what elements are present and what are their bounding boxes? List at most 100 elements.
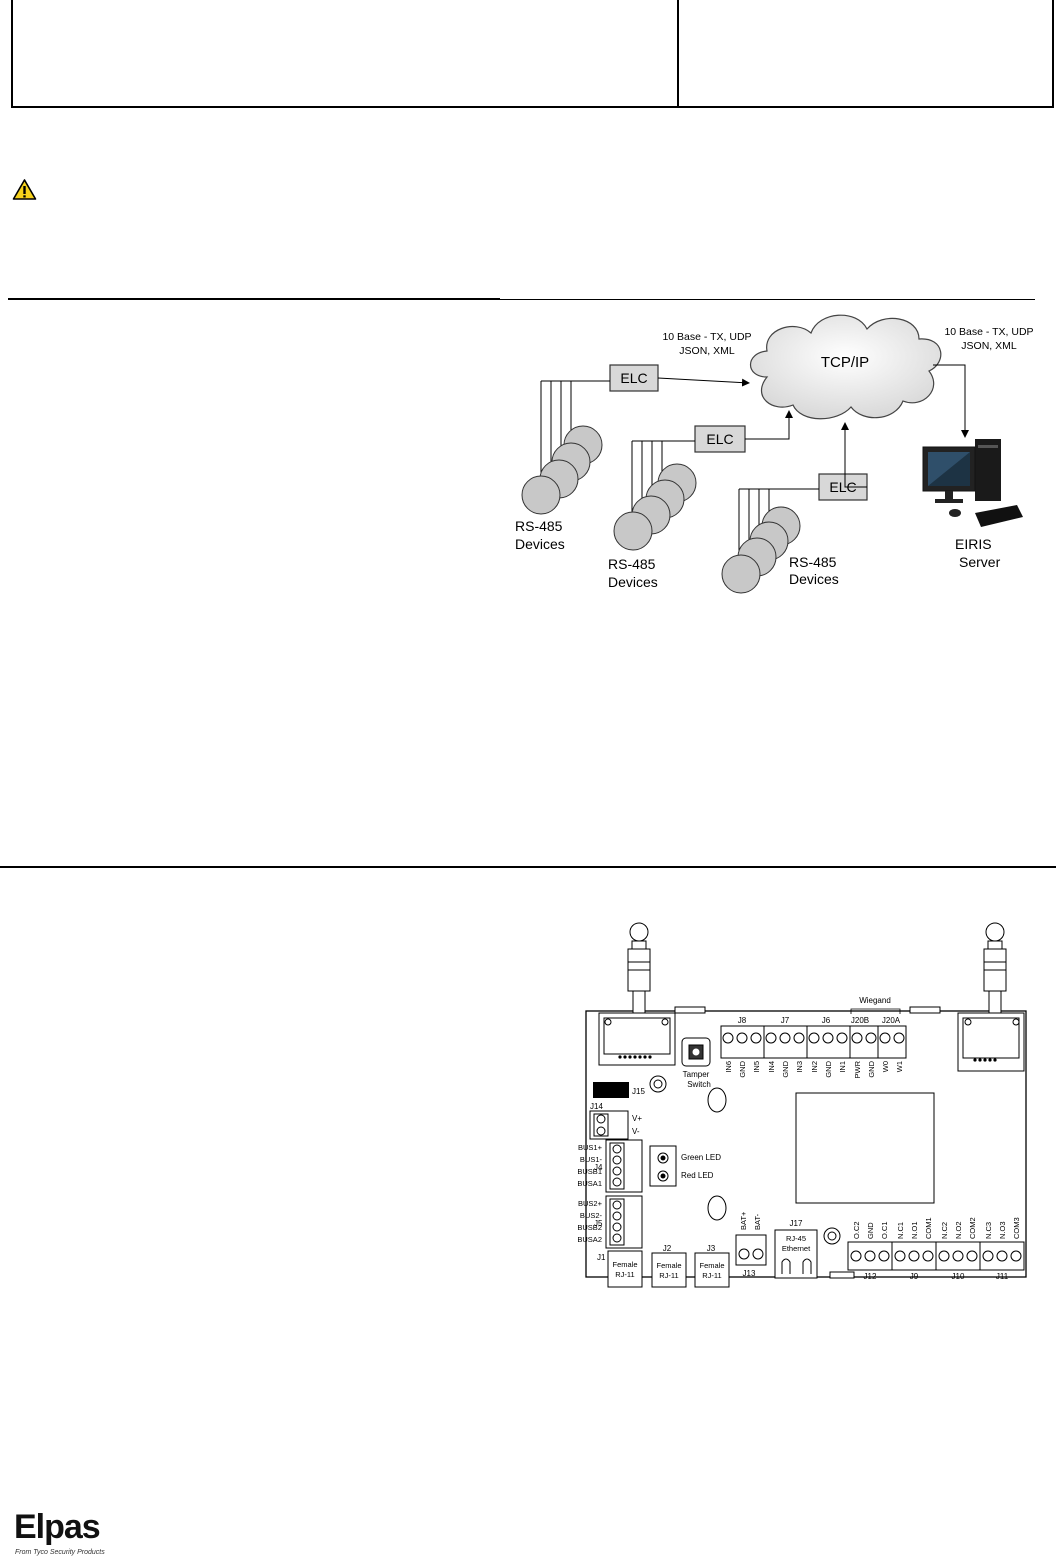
j8-label: J8 bbox=[738, 1016, 747, 1025]
elpas-logo-tagline: From Tyco Security Products bbox=[15, 1549, 105, 1556]
j12-label: J12 bbox=[864, 1272, 877, 1281]
relay-pin-com2: COM2 bbox=[968, 1217, 977, 1239]
relay-pin-nc2: N.C2 bbox=[940, 1222, 949, 1239]
pin-gnd-2: GND bbox=[781, 1060, 790, 1077]
section-rule-2 bbox=[0, 866, 1056, 868]
devices-label-1b: Devices bbox=[515, 536, 565, 552]
elc-label-3: ELC bbox=[829, 479, 856, 495]
tamper-label-2: Switch bbox=[687, 1080, 711, 1089]
relay-pin-nc1: N.C1 bbox=[896, 1222, 905, 1239]
pin-w1: W1 bbox=[895, 1061, 904, 1072]
relay-pin-gnd: GND bbox=[866, 1222, 875, 1239]
j14-label: J14 bbox=[590, 1102, 603, 1111]
pin-in5: IN5 bbox=[752, 1061, 761, 1073]
pin-in2: IN2 bbox=[810, 1061, 819, 1073]
j20a-label: J20A bbox=[882, 1016, 901, 1025]
elc1-link bbox=[657, 377, 750, 387]
j7-label: J7 bbox=[781, 1016, 790, 1025]
bus2-pin-4: BUSA2 bbox=[577, 1235, 602, 1244]
green-led-label: Green LED bbox=[681, 1153, 721, 1162]
cloud-label: TCP/IP bbox=[821, 354, 869, 371]
wiegand-label: Wiegand bbox=[859, 996, 891, 1005]
relay-pin-no3: N.O3 bbox=[998, 1221, 1007, 1239]
j4-label: J4 bbox=[594, 1163, 603, 1172]
antenna-right bbox=[957, 922, 1025, 1072]
rs485-devices-3 bbox=[721, 506, 801, 594]
j2-label: J2 bbox=[663, 1244, 672, 1253]
elc-label-2: ELC bbox=[706, 431, 733, 447]
j3-label: J3 bbox=[707, 1244, 716, 1253]
j2-port-label-1: Female bbox=[656, 1261, 681, 1270]
j3-port-label-1: Female bbox=[699, 1261, 724, 1270]
bus1-pin-2: BUS1- bbox=[580, 1155, 603, 1164]
relay-pin-com3: COM3 bbox=[1012, 1217, 1021, 1239]
relay-pin-com1: COM1 bbox=[924, 1217, 933, 1239]
relay-pin-oc2: O.C2 bbox=[852, 1221, 861, 1239]
red-led-label: Red LED bbox=[681, 1171, 714, 1180]
rj11-port-j3 bbox=[694, 1252, 730, 1288]
processor-chip bbox=[795, 1092, 935, 1204]
header-table bbox=[11, 0, 1054, 108]
j1-port-label-2: RJ-11 bbox=[615, 1270, 634, 1279]
bus2-pin-1: BUS2+ bbox=[578, 1199, 603, 1208]
proto-right-line1: 10 Base - TX, UDP bbox=[944, 326, 1033, 338]
pin-in6: IN6 bbox=[724, 1061, 733, 1073]
bat-minus: BAT- bbox=[753, 1213, 762, 1230]
relay-pin-no1: N.O1 bbox=[910, 1221, 919, 1239]
j5-label: J5 bbox=[594, 1219, 603, 1228]
devices-label-2a: RS-485 bbox=[608, 556, 656, 572]
j11-label: J11 bbox=[996, 1272, 1009, 1281]
pin-gnd-4: GND bbox=[867, 1060, 876, 1077]
elc-label-1: ELC bbox=[620, 370, 647, 386]
server-label-2: Server bbox=[959, 554, 1001, 570]
ethernet-label-2: Ethernet bbox=[782, 1244, 811, 1253]
j1-label: J1 bbox=[597, 1253, 606, 1262]
relay-pin-nc3: N.C3 bbox=[984, 1222, 993, 1239]
devices-label-2b: Devices bbox=[608, 574, 658, 590]
warning-icon bbox=[12, 179, 37, 200]
rj11-port-j1 bbox=[607, 1250, 643, 1288]
devices-label-3b: Devices bbox=[789, 571, 839, 587]
pin-gnd-1: GND bbox=[738, 1060, 747, 1077]
bus2-pin-2: BUS2- bbox=[580, 1211, 603, 1220]
j20b-label: J20B bbox=[851, 1016, 869, 1025]
j13-label: J13 bbox=[743, 1269, 756, 1278]
rs485-devices-2 bbox=[613, 463, 697, 551]
pin-in4: IN4 bbox=[767, 1061, 776, 1073]
pin-pwr: PWR bbox=[853, 1060, 862, 1078]
j6-label: J6 bbox=[822, 1016, 831, 1025]
bat-plus: BAT+ bbox=[739, 1211, 748, 1230]
proto-right-line2: JSON, XML bbox=[961, 340, 1017, 352]
proto-left-line2: JSON, XML bbox=[679, 345, 735, 357]
bus1-pin-1: BUS1+ bbox=[578, 1143, 603, 1152]
pin-in3: IN3 bbox=[795, 1061, 804, 1073]
server-label-1: EIRIS bbox=[955, 536, 992, 552]
elc3-link bbox=[841, 422, 867, 488]
j10-label: J10 bbox=[952, 1272, 965, 1281]
power-pin-vplus: V+ bbox=[632, 1114, 642, 1123]
relay-pin-oc1: O.C1 bbox=[880, 1221, 889, 1239]
elpas-logo: Elpas bbox=[14, 1508, 101, 1546]
proto-left-line1: 10 Base - TX, UDP bbox=[662, 331, 751, 343]
server-computer-icon bbox=[922, 439, 1023, 527]
j3-port-label-2: RJ-11 bbox=[702, 1271, 721, 1280]
board-diagram: Tamper Switch Wiegand J8 J7 J6 J20B J20A… bbox=[577, 922, 1027, 1288]
j9-label: J9 bbox=[910, 1272, 919, 1281]
network-diagram: 10 Base - TX, UDP JSON, XML 10 Base - TX… bbox=[515, 314, 1034, 594]
j15-label: J15 bbox=[632, 1087, 645, 1096]
tamper-switch bbox=[681, 1037, 711, 1067]
ethernet-label-1: RJ-45 bbox=[786, 1234, 806, 1243]
power-pin-vminus: V- bbox=[632, 1127, 640, 1136]
rj11-port-j2 bbox=[651, 1252, 687, 1288]
pin-w0: W0 bbox=[881, 1061, 890, 1072]
j17-label: J17 bbox=[790, 1219, 803, 1228]
relay-pin-no2: N.O2 bbox=[954, 1221, 963, 1239]
devices-label-1a: RS-485 bbox=[515, 518, 563, 534]
antenna-left bbox=[598, 922, 676, 1066]
section-rule bbox=[8, 298, 500, 300]
bus1-pin-4: BUSA1 bbox=[577, 1179, 602, 1188]
header-table-divider bbox=[677, 0, 679, 107]
pin-in1: IN1 bbox=[838, 1061, 847, 1073]
j15-block bbox=[593, 1082, 629, 1098]
devices-label-3a: RS-485 bbox=[789, 554, 837, 570]
